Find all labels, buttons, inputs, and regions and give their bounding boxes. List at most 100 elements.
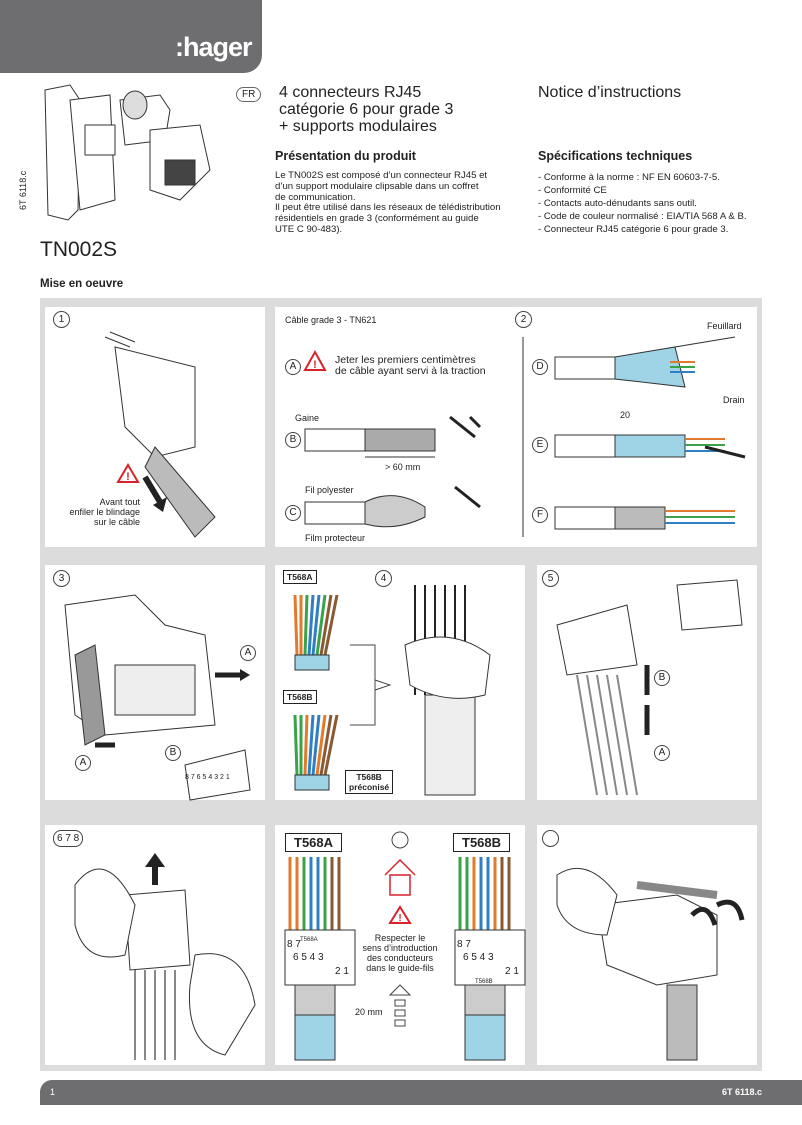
step-3-illustration [64,594,251,801]
step-2-illustration: ! [303,336,746,537]
pins-mid-a: 6 5 4 3 [293,952,324,963]
svg-text:!: ! [398,913,401,924]
step-6-illustration [74,853,256,1060]
step-1-illustration: ! [104,331,216,538]
presentation-line: Le TN002S est composé d’un connecteur RJ… [275,170,488,181]
step-7-panel: T568A T568B ! [275,825,526,1065]
step-6-panel: 6 7 8 [45,825,265,1065]
pin-numbers: 8 7 6 5 4 3 2 1 [185,774,230,781]
t568a-tag: T568A [283,570,317,584]
step-1-warning: Avant tout enfiler le blindage sur le câ… [55,497,140,527]
gaine-label: Gaine [295,413,320,423]
presentation-line: Il peut être utilisé dans les réseaux de… [275,202,501,214]
step-number: 2 [515,311,532,328]
recommended-line: T568B [356,772,382,782]
spec-item: - Connecteur RJ45 catégorie 6 pour grade… [538,224,729,235]
step-8-panel [537,825,757,1065]
dimension-20mm: 20 mm [355,1007,383,1017]
step-number: 5 [542,570,559,587]
step-number: 1 [53,311,70,328]
footer-document-code: 6T 6118.c [721,1087,762,1097]
step-number-empty [542,830,559,847]
footer-bar: 1 6T 6118.c [40,1080,802,1105]
film-label: Film protecteur [305,533,366,543]
title-line-3: + supports modulaires [279,118,437,135]
drain-label: Drain [723,395,745,405]
presentation-line: de communication. [275,191,356,203]
warning-line: sur le câble [93,517,140,527]
sub-step-a: A [654,745,670,761]
spec-item: - Code de couleur normalisé : EIA/TIA 56… [538,211,747,222]
sub-step-a: A [75,755,91,771]
brand-logo: :hager [175,32,253,62]
pins-top-b: 8 7 [457,939,471,950]
step-number: 4 [375,570,392,587]
pins-mid-b: 6 5 4 3 [463,952,494,963]
pins-top-a: 8 7 [287,939,301,950]
sub-step-f: F [532,507,548,523]
presentation-line: d’un support modulaire clipsable dans un… [275,180,479,192]
document-code-vertical: 6T 6118.c [18,170,28,210]
step-1-panel: 1 ! Avant tout enfiler le blindage sur l… [45,307,265,547]
step-4-panel: T568A 4 T568B [275,565,525,800]
note-line: dans le guide-fils [366,963,434,973]
t568b-tag: T568B [283,690,317,704]
brand-tab: :hager [0,0,262,73]
svg-text:!: ! [313,359,317,371]
sub-step-e: E [532,437,548,453]
presentation-heading: Présentation du produit [275,149,416,163]
sub-step-d: D [532,359,548,375]
sub-step-a: A [240,645,256,661]
section-title: Mise en oeuvre [40,278,124,290]
dimension-20: 20 [620,410,631,420]
pins-bot-a: 2 1 [335,966,349,977]
direction-note: Respecter le sens d’introduction des con… [360,933,440,973]
step-4-illustration [293,585,491,796]
feuillard-label: Feuillard [707,321,742,331]
sub-step-b: B [285,432,301,448]
sub-step-a: A [285,359,301,375]
presentation-text: Le TN002S est composé d’un connecteur RJ… [275,170,525,236]
presentation-line: UTE C 90-483). [275,223,343,235]
instruction-grid: 1 ! Avant tout enfiler le blindage sur l… [40,298,762,1071]
dimension-60: > 60 mm [385,462,421,472]
model-name: TN002S [40,238,118,261]
step-number: 6 7 8 [53,830,84,847]
warning-line: Avant tout [99,497,140,507]
step-number: 3 [53,570,70,587]
recommended-line: préconisé [349,782,390,792]
cable-label: Câble grade 3 - TN621 [285,315,377,325]
specs-list: - Conforme à la norme : NF EN 60603-7-5.… [538,171,778,236]
text-line: Jeter les premiers centimètres [335,354,476,366]
t568b-small-label: T568B [475,979,493,985]
spec-item: - Conformité CE [538,185,607,196]
step-7-illustration: ! [284,831,526,1061]
sub-step-b: B [654,670,670,686]
step-2-panel: Câble grade 3 - TN621 2 ! [275,307,757,547]
step-5-panel: 5 B A [537,565,757,800]
sub-step-b: B [165,745,181,761]
step-3-panel: 3 A B A 8 7 6 5 4 3 2 1 [45,565,265,801]
step-8-illustration [556,867,745,1061]
sub-step-c: C [285,505,301,521]
t568b-title: T568B [453,833,511,852]
presentation-line: résidentiels en grade 3 (conformément au… [275,213,479,225]
page-number: 1 [50,1087,56,1097]
t568b-recommended: T568B préconisé [345,770,394,794]
title-line-1: 4 connecteurs RJ45 [279,84,422,101]
warning-line: enfiler le blindage [69,507,140,517]
note-line: des conducteurs [366,953,434,963]
note-line: sens d’introduction [362,943,438,953]
step-5-illustration [556,579,743,796]
step-2a-text: Jeter les premiers centimètres de câble … [335,355,486,377]
language-badge: FR [236,87,262,102]
text-line: de câble ayant servi à la traction [335,365,486,377]
fil-label: Fil polyester [305,485,354,495]
spec-item: - Contacts auto-dénudants sans outil. [538,198,697,209]
t568a-title: T568A [285,833,343,852]
pins-bot-b: 2 1 [505,966,519,977]
t568a-small-label: T568A [300,937,318,943]
notice-title: Notice d’instructions [538,84,682,101]
product-illustration [44,84,211,221]
svg-text:!: ! [126,471,130,483]
